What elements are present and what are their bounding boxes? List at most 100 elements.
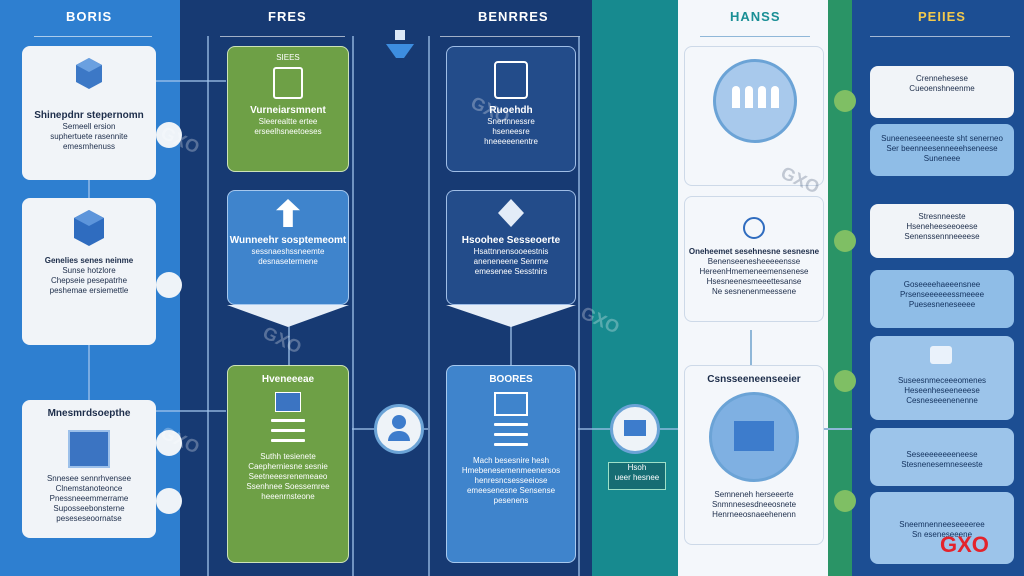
far-card-2: Suneeneseeeneeste sht senerneo Ser beenn… [870,124,1014,176]
far-card-6-line: Seseeeeeeeeneese [906,450,978,459]
right-card-3-title: Csnsseeneenseeier [707,374,801,385]
connector-dot [156,122,182,148]
connector [156,80,226,82]
column-title-3: BENRRES [478,9,549,24]
header-rule-1 [34,36,152,37]
panel-icon [275,392,301,412]
connector [207,36,209,576]
far-card-3-line: Stresnneeste [918,212,966,221]
green-card-bottom-line: Suthh tesienete [260,452,316,461]
right-card-2: Oneheemet sesehnesne sesnesne Benenseene… [684,196,824,322]
far-card-2-line: Ser beenneesenneeehseneese [886,144,998,153]
list-bar [271,429,305,432]
right-card-3-line: Semneneh herseeerte [714,490,794,499]
green-card-top-line: erseelhsneetoeses [254,127,322,136]
left-card-3-line: peseseseoornatse [56,514,122,523]
navy-card-top-title: Ruoehdh [489,105,533,116]
right-card-2-line: HereenHmemeneemensenese [699,267,809,276]
green-card-top-title: Vurneiarsmnent [250,105,326,116]
blue-card-bottom-line: emeesenesne Sensense [466,486,556,495]
teal-info-line: Hsoh [627,463,647,472]
connector-dot [834,490,856,512]
right-card-2-line: Ne sesnenenmeessene [711,287,797,296]
robot-icon [494,61,528,99]
teal-info-line: ueer hesnee [614,473,660,482]
green-card-bottom-line: Seetneeesrenemeaeo [248,472,328,481]
green-card-bottom-line: Ssenhnee Soessemree [246,482,330,491]
connector-dot [156,488,182,514]
left-card-1-line: Semeell ersion [62,122,116,131]
list-bar [494,443,528,446]
upload-arrow-icon [276,199,300,227]
warehouse-icon [709,392,799,482]
blue-card-mid: Wunneehr sosptemeomt sessnaeshssneemte d… [227,190,349,305]
header-rule-4 [700,36,810,37]
navy-card-top-line: Snertnnessre [487,117,535,126]
right-card-3: Csnsseeneenseeier Semneneh herseeerte Sn… [684,365,824,545]
far-card-1: Crennehesese Cueoenshneenme [870,66,1014,118]
connector [750,330,752,365]
server-cube-icon [74,56,104,90]
left-card-3-title: Mnesmrdsoepthe [47,408,131,419]
team-group-icon [713,59,797,143]
left-card-3-line: Pnessneeemmerrame [49,494,129,503]
column-title-4: HANSS [730,9,781,24]
far-card-7-line: Sneemnenneeseeeeree [899,520,985,529]
left-card-1-title: Shinepdnr stepernomn [34,110,144,121]
far-card-3: Stresnneeste Hseneheeseeoeese Senenssenn… [870,204,1014,258]
far-card-6: Seseeeeeeeeneese Stesnenesemneseeste [870,428,1014,486]
green-card-top-subtitle: SIEES [276,53,300,62]
left-card-2-line: Genelies senes neinme [44,256,134,265]
connector [800,428,852,430]
funnel-icon [382,28,418,64]
connector-dot [156,272,182,298]
list-bar [271,419,305,422]
left-card-1-line: emesmhenuss [62,142,116,151]
brand-logo: GXO [940,532,989,557]
far-card-2-line: Suneneee [923,154,961,163]
green-card-bottom-title: Hveneeeae [261,374,315,385]
header-rule-2 [220,36,345,37]
blue-card-bottom-line: pesenens [493,496,529,505]
navy-card-mid-line: emesenee Sesstnirs [474,267,548,276]
blue-card-bottom: BOORES Mach besesnire hesh Hmebenesemenm… [446,365,576,563]
handshake-icon [930,346,952,364]
right-card-2-line: Benenseenesheeeeensse [707,257,801,266]
document-stack-icon [273,67,303,99]
far-card-5-line: Suseesnmeceeeomenes [897,376,987,385]
connector [428,36,430,576]
dashboard-screen-icon [68,430,110,468]
left-card-2-line: Chepseie pesepatrhe [50,276,128,285]
right-card-2-title: Oneheemet sesehnesne sesnesne [688,247,820,256]
connector-dot [834,90,856,112]
green-card-top-line: Sleerealtte ertee [258,117,318,126]
right-card-3-line: Snmnnesesdneeosnete [711,500,797,509]
connector-dot [834,370,856,392]
connector [88,345,90,400]
left-card-3-line: Clnemstanoteonce [55,484,123,493]
navy-card-top: Ruoehdh Snertnnessre hseneesre hneeeeene… [446,46,576,172]
left-card-3: Mnesmrdsoepthe Snnesee sennrhvensee Clne… [22,400,156,538]
list-bar [494,423,528,426]
green-card-top: SIEES Vurneiarsmnent Sleerealtte ertee e… [227,46,349,172]
connector [156,410,226,412]
column-title-1: BORIS [66,9,113,24]
blue-card-bottom-line: Hmebenesemenmeenersos [461,466,561,475]
far-card-3-line: Hseneheeseeoeese [906,222,978,231]
blue-card-mid-title: Wunneehr sosptemeomt [229,235,347,246]
far-card-5-line: Cesneseeenenenne [906,396,978,405]
far-card-4: Goseeeehaeeensnee Prsenseeeeeessmeeee Pu… [870,270,1014,328]
far-card-5-line: Heseenheseeneeese [904,386,980,395]
blue-card-mid-line: desnasetermene [258,257,318,266]
green-card-bottom-line: Caepherniesne sesnie [248,462,328,471]
right-card-2-line: Hsesneenesmeeettesanse [706,277,802,286]
far-card-3-line: Senenssennneeeese [904,232,980,241]
list-bar [494,433,528,436]
left-card-3-line: Snnesee sennrhvensee [46,474,132,483]
user-node-icon [374,404,424,454]
navy-card-mid-title: Hsoohee Sesseoerte [461,235,561,246]
header-rule-5 [870,36,1010,37]
left-card-3-line: Suposseebonsterne [53,504,125,513]
far-card-7: Sneemnenneeseeeeree Sn eseneseeene [870,492,1014,564]
connector [578,36,580,576]
